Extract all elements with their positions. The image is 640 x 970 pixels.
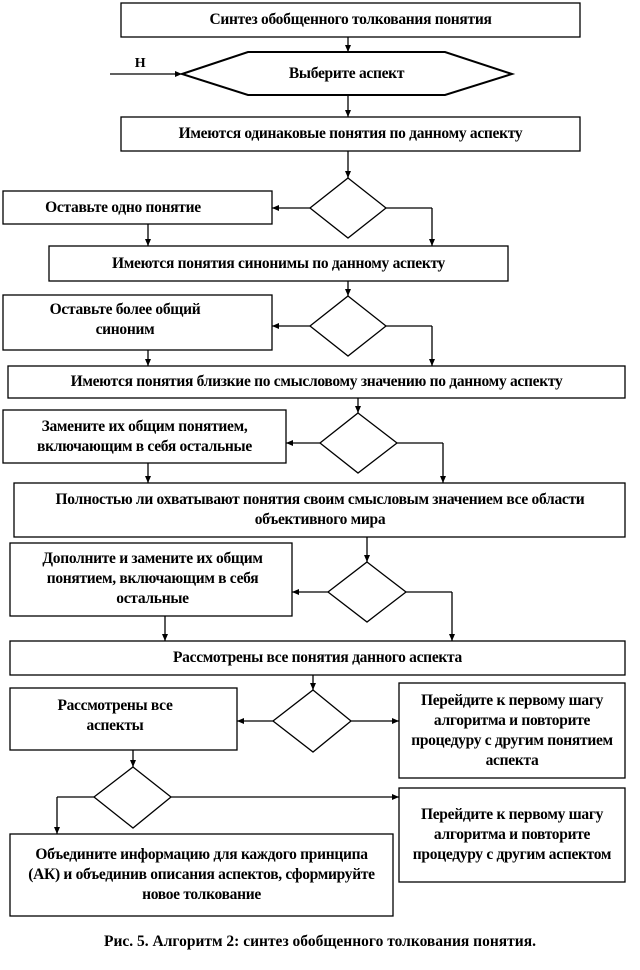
select-aspect-label: Выберите аспект <box>288 64 405 82</box>
decision-diamond <box>318 412 399 474</box>
box-step-close <box>7 365 626 399</box>
step-synonyms-label: Имеются понятия синонимы по данному аспе… <box>111 254 446 272</box>
box-step-same <box>120 116 581 152</box>
figure-caption: Рис. 5. Алгоритм 2: синтез обобщенного т… <box>104 933 536 950</box>
step-cover-label: Полностью ли охватывают понятия своим см… <box>55 491 585 528</box>
box-action-cover <box>9 542 293 617</box>
box-final <box>9 833 394 917</box>
decision-diamond <box>271 689 353 753</box>
hexagon-select-aspect <box>178 51 516 96</box>
action-cover-label: Дополните и замените их общим понятием, … <box>42 550 263 607</box>
start-label: Синтез обобщенного толкования понятия <box>209 11 492 28</box>
step-all-aspects-label: Рассмотрены все аспекты <box>57 697 173 734</box>
connector-arrows <box>54 37 455 834</box>
step-all-concepts-label: Рассмотрены все понятия данного аспекта <box>173 649 462 666</box>
decision-diamond <box>308 295 388 357</box>
box-step-all-concepts <box>9 640 626 676</box>
step-same-label: Имеются одинаковые понятия по данному ас… <box>178 125 523 142</box>
box-next-aspect <box>398 787 626 883</box>
action-same-label: Оставьте одно понятие <box>45 198 201 216</box>
action-close-label: Замените их общим понятием, включающим в… <box>37 417 252 455</box>
next-concept-label: Перейдите к первому шагу алгоритма и пов… <box>411 691 613 769</box>
box-next-concept <box>398 682 626 779</box>
decision-diamond <box>92 766 173 829</box>
action-synonyms-label: Оставьте более общий синоним <box>49 301 201 338</box>
entry-label: Н <box>134 56 146 71</box>
box-action-close <box>2 409 287 464</box>
step-close-label: Имеются понятия близкие по смысловому зн… <box>70 373 563 390</box>
box-step-cover <box>13 482 626 538</box>
next-aspect-label: Перейдите к первому шагу алгоритма и пов… <box>412 806 612 863</box>
decision-diamond <box>308 177 388 239</box>
final-label: Объедините информацию для каждого принци… <box>28 846 375 903</box>
box-action-synonyms <box>2 294 273 351</box>
box-start <box>120 2 581 38</box>
box-step-synonyms <box>48 245 509 282</box>
decision-diamond <box>326 561 408 623</box>
